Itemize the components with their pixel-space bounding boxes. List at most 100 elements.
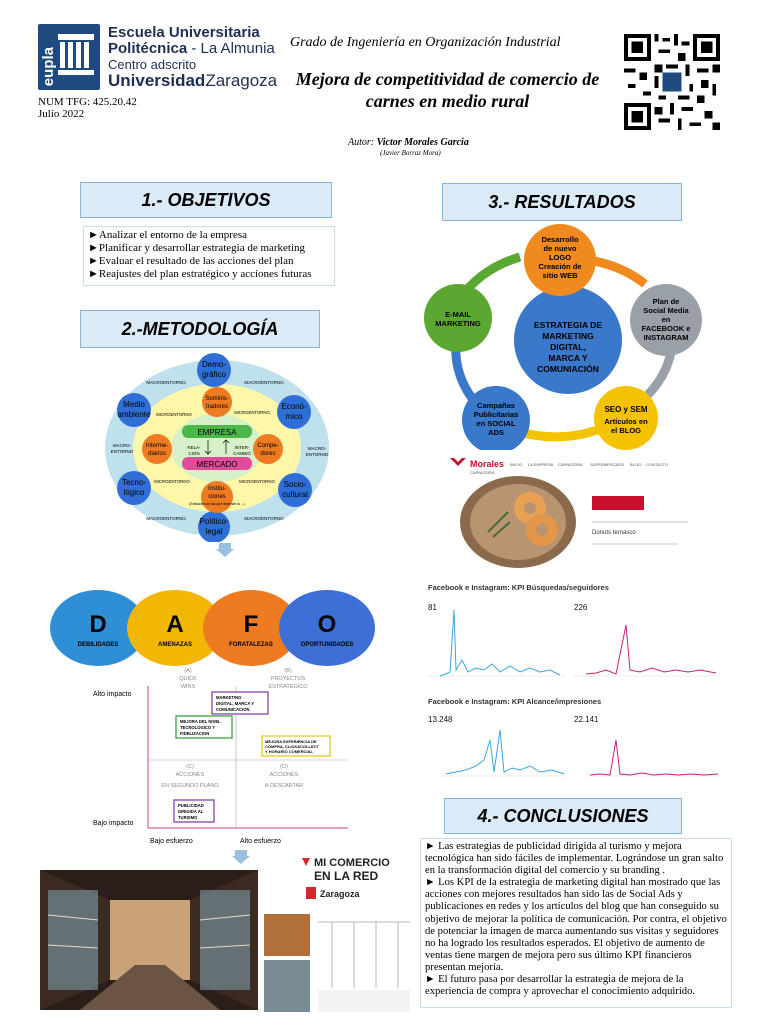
x-low-label: Bajo esfuerzo [150, 838, 193, 845]
macro-label: ENTORNO [111, 449, 134, 454]
university-word: Universidad [108, 71, 206, 90]
box3-line2: COMPRA, CLICK&COLLECT [265, 744, 320, 749]
node-top-1: Desarrollo [541, 235, 579, 244]
node-br-1: SEO y SEM [604, 405, 647, 414]
site-brand-sub: CARNICERÍA [470, 470, 495, 475]
node-competidores-a: Compe- [257, 443, 278, 449]
comercio-city: Zaragoza [320, 889, 361, 899]
node-bottom-left [462, 386, 530, 450]
node-instituciones-sub: (Entidades de las que depende la ...) [189, 502, 244, 506]
logo-text: eupla [40, 46, 57, 86]
center-line1: ESTRATEGIA DE [534, 320, 602, 330]
building-icon [58, 34, 94, 75]
shop-interior-photo [40, 870, 258, 1010]
center-line: Centro adscrito [108, 57, 197, 72]
site-nav-carniceria[interactable]: CARNICERÍA [558, 462, 583, 467]
box4-line1: PUBLICIDAD [178, 803, 204, 808]
comercio-line1: MI COMERCIO [314, 857, 390, 869]
macro-label: ENTORNO [306, 452, 329, 457]
school-line-1: Escuela Universitaria [108, 24, 260, 41]
quadrant-a-1: (A) [184, 668, 192, 674]
kpi-dashboard: Facebook e Instagram: KPI Búsquedas/segu… [420, 580, 732, 780]
dafo-label-a: AMENAZAS [158, 642, 192, 648]
quadrant-a-2: QUICK [179, 676, 197, 682]
quadrant-c-3: EN SEGUNDO PLANO [161, 783, 219, 789]
kpi-line-4 [589, 739, 719, 776]
quadrant-b-3: ESTRATÉGICO [268, 683, 308, 690]
site-red-banner [592, 496, 644, 510]
center-line2: MARKETING [542, 331, 594, 341]
list-item: Analizar el entorno de la empresa [88, 229, 330, 242]
degree-title: Grado de Ingeniería en Organización Indu… [290, 35, 561, 50]
node-politico-a: Político- [200, 517, 229, 526]
x-high-label: Alto esfuerzo [240, 838, 281, 845]
morales-logo-icon [450, 458, 466, 466]
site-nav-blog[interactable]: BLOG [630, 462, 641, 467]
node-top-3: LOGO [549, 253, 571, 262]
quadrant-a-3: WINS [181, 684, 196, 690]
site-nav-supermercado[interactable]: SUPERMERCADO [590, 462, 624, 467]
box2-line1: MEJORA DEL NIVEL [180, 719, 221, 724]
mercado-label: MERCADO [197, 460, 238, 469]
site-brand: Morales [470, 459, 504, 469]
dafo-letter-a: A [166, 611, 183, 638]
site-nav-empresa[interactable]: LA EMPRESA [528, 462, 554, 467]
macro-label: MACRO- [113, 443, 132, 448]
node-medio-b: ambiente [118, 410, 151, 419]
environment-diagram: Demo- gráfico Econó- mico Socio- cultura… [105, 353, 329, 542]
empresa-label: EMPRESA [197, 428, 237, 437]
qr-code[interactable] [622, 34, 722, 130]
mi-comercio-panel: MI COMERCIO EN LA RED Zaragoza [262, 850, 412, 1015]
kpi-line-3 [445, 729, 565, 775]
node-top [524, 224, 596, 296]
conclusiones-text: ► Las estrategias de publicidad dirigida… [420, 838, 732, 1008]
dafo-label-o: OPORTUNIDADES [301, 642, 354, 648]
node-suministradores-a: Suminis- [205, 396, 228, 402]
node-competidores-b: dores [260, 451, 275, 457]
node-right [630, 284, 702, 356]
center-line5: COMUNIACIÓN [537, 363, 599, 374]
comercio-line2: EN LA RED [314, 869, 379, 883]
node-left [424, 284, 492, 352]
metodologia-heading: 2.-METODOLOGÍA [80, 310, 320, 348]
macro-label: MACROENTORNO [146, 516, 186, 521]
author-name: Victor Morales Garcia [376, 137, 469, 148]
kpi-title-2: Facebook e Instagram: KPI Alcance/impres… [428, 697, 601, 706]
quadrant-c-1: (C) [186, 764, 194, 770]
quadrant-b-1: (B) [284, 668, 292, 674]
macro-label: MACRO- [308, 446, 327, 451]
objetivos-heading: 1.- OBJETIVOS [80, 182, 332, 218]
node-economico-b: mico [286, 412, 303, 421]
node-demografico-b: gráfico [202, 370, 227, 379]
intercambio-label-b: CAMBIO [233, 451, 251, 456]
conclusiones-heading: 4.- CONCLUSIONES [444, 798, 682, 834]
macro-label: MACROENTORNO [244, 516, 284, 521]
site-nav-contacto[interactable]: CONTACTO [646, 462, 668, 467]
box2-line2: TECNOLOGICO Y [180, 725, 215, 730]
box1-line1: MARKETING [216, 695, 241, 700]
node-right-1: Plan de [653, 297, 680, 306]
quadrant-d-3: A DESCARTAR [265, 783, 303, 789]
quadrant-d-1: (D) [280, 764, 288, 770]
node-tecnologico-b: lógico [124, 488, 145, 497]
strategy-cycle-diagram: ESTRATEGIA DE MARKETING DIGITAL, MARCA Y… [424, 224, 702, 450]
kpi-value-1: 81 [428, 603, 437, 612]
zaragoza-shield-icon [306, 887, 316, 899]
y-high-label: Alto impacto [93, 691, 132, 698]
objetivos-list: Analizar el entorno de la empresa Planif… [83, 226, 335, 286]
y-low-label: Bajo impacto [93, 820, 134, 827]
micro-label: MICROENTORNO [234, 410, 270, 415]
dafo-diagram: D A F O DEBILIDADES AMENAZAS FORATALEZAS… [50, 590, 375, 666]
kpi-title-1: Facebook e Instagram: KPI Búsquedas/segu… [428, 583, 609, 592]
flow-arrow-icon [216, 543, 234, 557]
poster-title: Mejora de competitividad de comercio de … [295, 69, 600, 111]
macro-label: MACROENTORNO [146, 380, 186, 385]
arrow-up-icon [222, 439, 230, 454]
school-line-2: Politécnica - La Almunia [108, 40, 275, 57]
node-suministradores-b: tradores [206, 404, 228, 410]
site-nav-inicio[interactable]: INICIO [510, 462, 522, 467]
node-bottom-right [594, 386, 658, 450]
micro-label: MICROENTORNO [156, 412, 192, 417]
node-medio-a: Medio [123, 400, 145, 409]
kpi-value-4: 22.141 [574, 715, 599, 724]
